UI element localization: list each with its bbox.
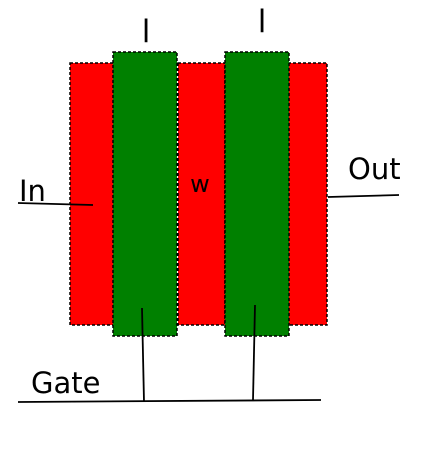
output-wire	[327, 194, 400, 198]
input-label: In	[19, 174, 46, 208]
diffusion-strip-left	[69, 62, 115, 326]
length-label-left: l	[142, 14, 151, 50]
diffusion-strip-right	[287, 62, 328, 326]
gate-contact-left	[141, 307, 145, 403]
diffusion-strip-middle	[177, 62, 226, 326]
length-label-right: l	[258, 4, 267, 40]
gate-bus-wire	[17, 399, 322, 403]
width-label: w	[190, 170, 210, 198]
gate-strip-left	[112, 51, 178, 337]
gate-contact-right	[252, 304, 256, 401]
gate-strip-right	[224, 51, 290, 337]
input-wire	[17, 202, 94, 206]
gate-label: Gate	[31, 366, 100, 400]
output-label: Out	[348, 152, 401, 186]
